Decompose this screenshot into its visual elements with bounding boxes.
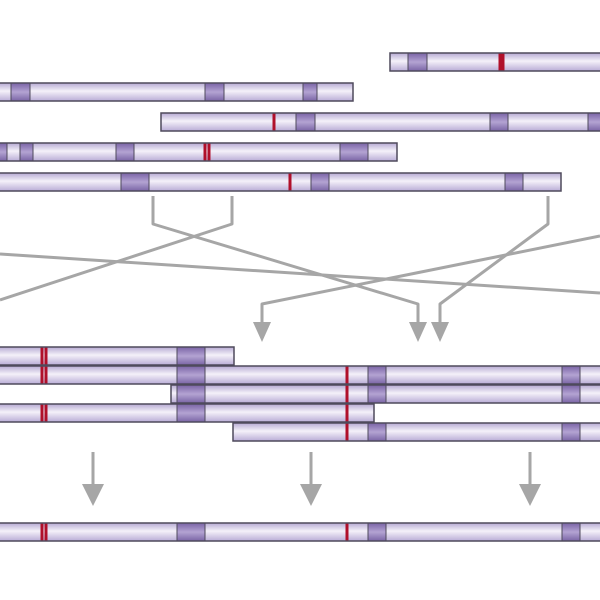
snp-mark	[40, 347, 44, 365]
marker-block	[489, 112, 509, 132]
marker-block	[561, 384, 581, 404]
connector-line	[151, 196, 420, 326]
sequence-read	[0, 403, 375, 423]
read-body	[233, 423, 600, 441]
connector-line	[438, 196, 550, 326]
snp-mark	[44, 366, 48, 384]
marker-block	[561, 365, 581, 385]
snp-mark	[40, 523, 44, 541]
read-outline	[389, 52, 600, 72]
read-outline	[160, 112, 600, 132]
sequence-read	[0, 82, 354, 102]
down-arrow-icon	[519, 484, 541, 506]
connector-line	[0, 196, 234, 302]
marker-block	[367, 384, 387, 404]
read-outline	[0, 346, 235, 366]
read-outline	[0, 365, 600, 385]
snp-mark	[44, 347, 48, 365]
snp-mark	[345, 423, 349, 441]
sequence-read	[0, 142, 398, 162]
marker-block	[561, 422, 581, 442]
read-outline	[0, 82, 354, 102]
sequence-read	[160, 112, 600, 132]
snp-mark	[498, 53, 502, 71]
snp-mark	[345, 523, 349, 541]
snp-mark	[207, 143, 211, 161]
marker-block	[587, 112, 600, 132]
snp-mark	[40, 404, 44, 422]
read-body	[390, 53, 600, 71]
marker-block	[339, 142, 369, 162]
down-arrow-icon	[431, 322, 449, 342]
snp-mark	[345, 385, 349, 403]
read-body	[0, 366, 600, 384]
marker-block	[19, 142, 34, 162]
down-arrow-icon	[300, 484, 322, 506]
down-arrow-icon	[409, 322, 427, 342]
connector-arrowheads	[253, 322, 449, 342]
snp-mark	[288, 173, 292, 191]
assembled-contig	[0, 522, 600, 542]
sequence-reads	[0, 52, 600, 192]
read-outline	[232, 422, 600, 442]
read-body	[0, 173, 561, 191]
overlap-connectors	[0, 196, 600, 326]
marker-block	[176, 403, 206, 423]
sequence-read	[0, 172, 562, 192]
sequence-read	[0, 522, 600, 542]
marker-block	[176, 384, 206, 404]
marker-block	[295, 112, 316, 132]
marker-block	[310, 172, 330, 192]
sequence-read	[0, 365, 600, 385]
marker-block	[407, 52, 428, 72]
marker-block	[120, 172, 150, 192]
marker-block	[115, 142, 135, 162]
marker-block	[367, 522, 387, 542]
read-body	[0, 83, 353, 101]
marker-block	[176, 346, 206, 366]
connector-line	[260, 234, 600, 326]
read-outline	[0, 172, 562, 192]
marker-block	[302, 82, 318, 102]
read-outline	[0, 522, 600, 542]
snp-mark	[501, 53, 505, 71]
marker-block	[0, 142, 8, 162]
down-arrow-icon	[253, 322, 271, 342]
aligned-reads	[0, 346, 600, 442]
read-body	[0, 523, 600, 541]
marker-block	[367, 422, 387, 442]
marker-block	[176, 522, 206, 542]
read-outline	[0, 142, 398, 162]
snp-mark	[272, 113, 276, 131]
sequence-read	[0, 346, 235, 366]
marker-block	[176, 365, 206, 385]
marker-block	[561, 522, 581, 542]
sequence-read	[170, 384, 600, 404]
read-body	[0, 143, 397, 161]
snp-mark	[203, 143, 207, 161]
read-body	[0, 347, 234, 365]
snp-mark	[44, 404, 48, 422]
marker-block	[10, 82, 31, 102]
sequence-read	[389, 52, 600, 72]
marker-block	[504, 172, 524, 192]
snp-mark	[40, 366, 44, 384]
connector-line	[0, 252, 600, 295]
snp-mark	[345, 404, 349, 422]
down-arrow-icon	[82, 484, 104, 506]
marker-block	[367, 365, 387, 385]
sequence-read	[232, 422, 600, 442]
read-outline	[170, 384, 600, 404]
read-body	[161, 113, 600, 131]
snp-mark	[345, 366, 349, 384]
marker-block	[204, 82, 225, 102]
read-outline	[0, 403, 375, 423]
snp-mark	[44, 523, 48, 541]
merge-arrows	[82, 452, 541, 506]
